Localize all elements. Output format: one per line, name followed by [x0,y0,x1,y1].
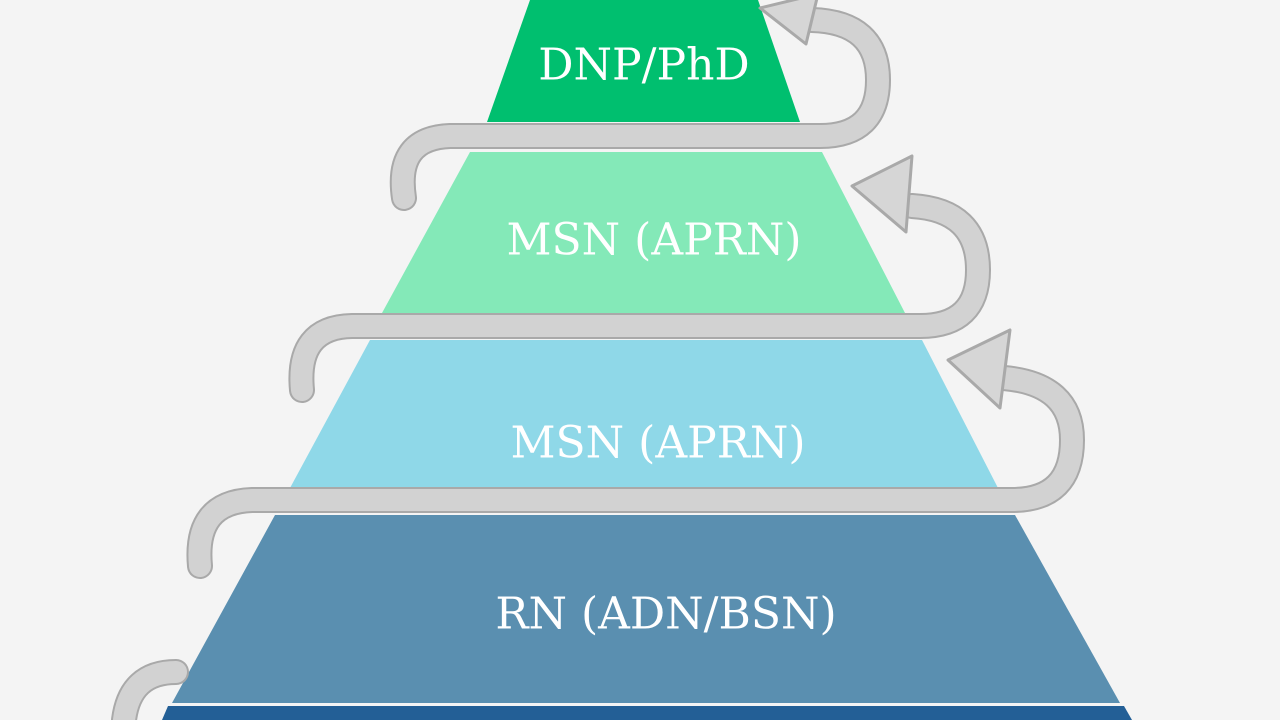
tier-label-msn-aprn-upper: MSN (APRN) [506,215,801,266]
pyramid-tiers [162,0,1132,720]
arrowhead-icon [758,0,819,46]
arrowhead-icon [946,328,1012,410]
tier-label-msn-aprn-lower: MSN (APRN) [510,418,805,469]
tier-rn-adn-bsn [172,515,1120,703]
tier-base [162,706,1132,720]
tier-msn-aprn-lower [290,340,998,488]
tier-label-rn-adn-bsn: RN (ADN/BSN) [495,589,836,640]
arrow-up-to-msn-lower [186,328,1085,579]
arrowhead-icon [850,154,914,234]
progression-arrows [111,0,1085,720]
arrow-up-to-dnp [389,0,891,211]
tier-msn-aprn-upper [382,152,905,313]
tier-labels: DNP/PhD MSN (APRN) MSN (APRN) RN (ADN/BS… [495,40,836,640]
tier-dnp-phd [487,0,800,122]
tier-label-dnp-phd: DNP/PhD [538,40,749,91]
arrow-up-to-msn-upper [288,154,991,403]
arrow-up-to-rn [111,659,189,720]
